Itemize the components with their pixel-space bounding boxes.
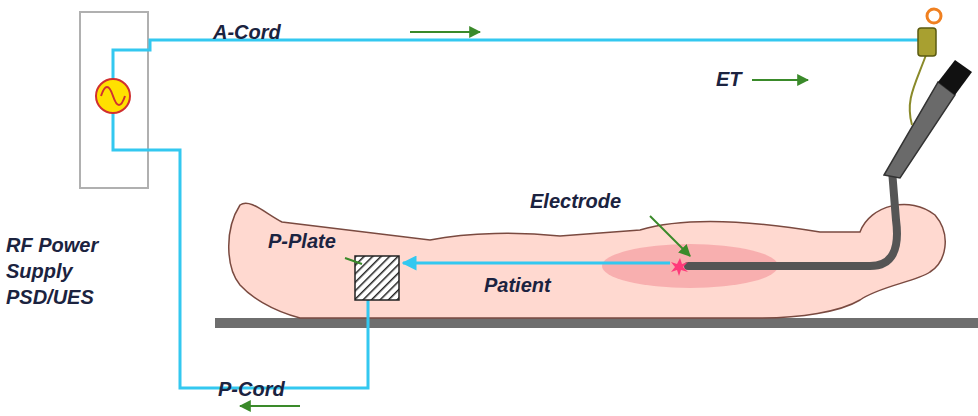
leader-line [650,216,690,256]
et-ring [927,9,941,23]
patient-body [229,203,945,318]
part-label: RF Power Supply PSD/UES [6,232,118,310]
part-label: P-Plate [268,228,336,254]
electrode-shaft [688,170,897,266]
power-supply-box [80,12,148,188]
current-arrow [403,262,670,265]
leader-line [752,79,808,81]
part-label: Patient [484,272,551,298]
handpiece [884,82,955,178]
leader-line [345,258,362,264]
a-cord-wire [113,40,928,79]
part-label: ET [716,66,742,92]
sine-symbol [101,87,125,105]
et-clip [918,28,936,56]
p-cord-wire [113,113,368,388]
handpiece-end [938,60,972,95]
part-label: Electrode [530,188,621,214]
table [215,318,978,328]
et-wire [910,55,926,125]
flow-arrow [240,405,300,407]
cord-label: P-Cord [218,376,285,402]
flow-arrow [410,31,480,33]
patient-plate [355,256,399,300]
electrode-tip [671,258,688,276]
rf-source-symbol [96,79,130,113]
cord-label: A-Cord [213,19,281,45]
